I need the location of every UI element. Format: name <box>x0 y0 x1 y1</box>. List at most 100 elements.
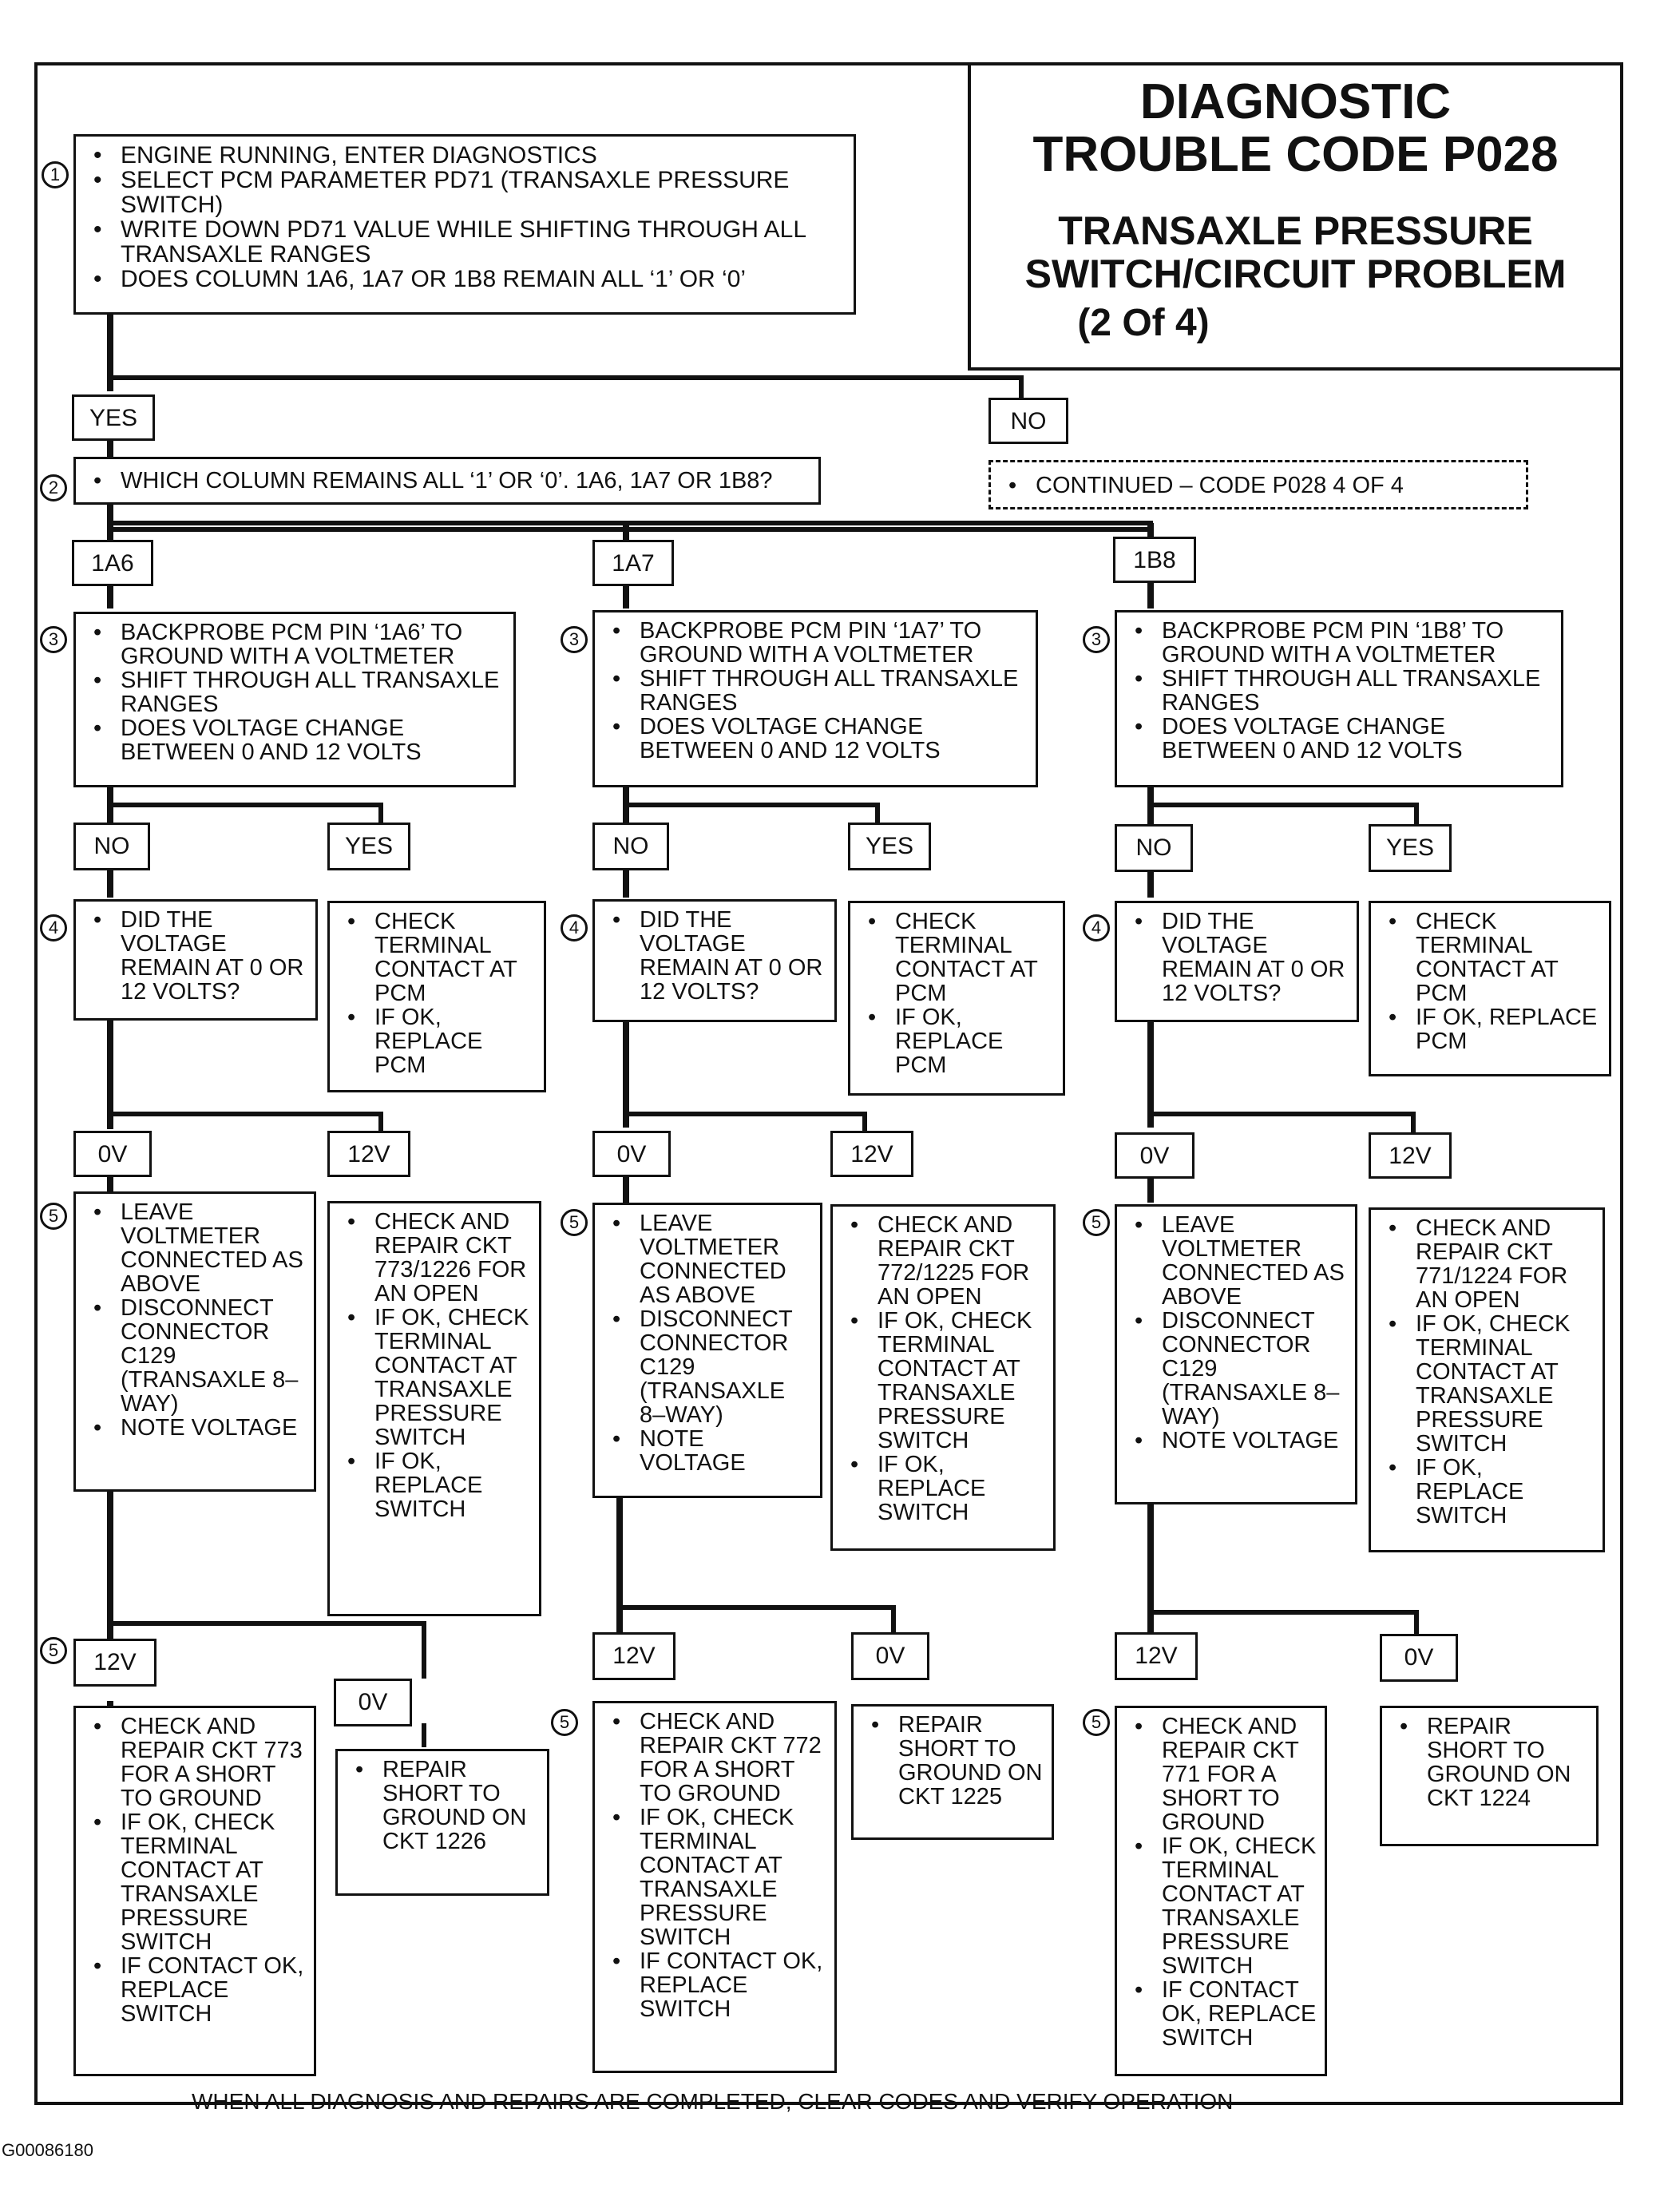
bullet-item: CHECK AND REPAIR CKT 773 FOR A SHORT TO … <box>84 1714 306 1810</box>
connector <box>1147 1008 1154 1128</box>
bullet-item: IF CONTACT OK, REPLACE SWITCH <box>603 1949 826 2021</box>
bullet-item: IF OK, CHECK TERMINAL CONTACT AT TRANSAX… <box>603 1806 826 1949</box>
connector <box>616 1605 623 1634</box>
bullet-item: NOTE VOLTAGE <box>84 1416 306 1440</box>
12v-label-1b8: 12V <box>1369 1132 1452 1179</box>
bullet-item: DID THE VOLTAGE REMAIN AT 0 OR 12 VOLTS? <box>84 908 307 1004</box>
bullet-item: IF OK, REPLACE SWITCH <box>841 1453 1045 1524</box>
step-number-5: 5 <box>561 1209 588 1236</box>
bullet-item: DOES VOLTAGE CHANGE BETWEEN 0 AND 12 VOL… <box>1125 715 1553 763</box>
step-4-box-1a6: DID THE VOLTAGE REMAIN AT 0 OR 12 VOLTS? <box>73 899 318 1021</box>
bullet-item: CHECK AND REPAIR CKT 772/1225 FOR AN OPE… <box>841 1213 1045 1309</box>
connector <box>378 1112 383 1134</box>
column-label-1a6: 1A6 <box>72 540 153 586</box>
connector <box>107 1112 383 1116</box>
bullet-list: ENGINE RUNNING, ENTER DIAGNOSTICSSELECT … <box>84 143 846 291</box>
column-label-1a7: 1A7 <box>592 540 674 586</box>
bullet-item: CHECK TERMINAL CONTACT AT PCM <box>1379 910 1601 1005</box>
connector <box>1414 1610 1419 1637</box>
bullet-item: BACKPROBE PCM PIN ‘1B8’ TO GROUND WITH A… <box>1125 619 1553 667</box>
final-0v-box-1b8: REPAIR SHORT TO GROUND ON CKT 1224 <box>1380 1706 1599 1846</box>
bullet-list: WHICH COLUMN REMAINS ALL ‘1’ OR ‘0’. 1A6… <box>84 469 810 493</box>
bullet-list: BACKPROBE PCM PIN ‘1B8’ TO GROUND WITH A… <box>1125 619 1553 763</box>
bullet-item: IF CONTACT OK, REPLACE SWITCH <box>1125 1978 1317 2050</box>
bullet-list: BACKPROBE PCM PIN ‘1A7’ TO GROUND WITH A… <box>603 619 1028 763</box>
0v-label-final-1a6: 0V <box>334 1679 412 1726</box>
yes-action-box-1b8: CHECK TERMINAL CONTACT AT PCMIF OK, REPL… <box>1369 901 1611 1076</box>
bullet-item: REPAIR SHORT TO GROUND ON CKT 1224 <box>1390 1714 1588 1810</box>
step-number-5: 5 <box>40 1203 67 1230</box>
no-label-1a6: NO <box>73 823 150 870</box>
bullet-item: IF OK, REPLACE PCM <box>1379 1005 1601 1053</box>
bullet-item: CHECK AND REPAIR CKT 773/1226 FOR AN OPE… <box>338 1210 531 1306</box>
connector <box>107 311 113 391</box>
step-number-5: 5 <box>1083 1709 1110 1736</box>
bullet-item: CHECK AND REPAIR CKT 771/1224 FOR AN OPE… <box>1379 1216 1595 1312</box>
bullet-list: CHECK AND REPAIR CKT 771/1224 FOR AN OPE… <box>1379 1216 1595 1528</box>
0v-label-final-1b8: 0V <box>1380 1634 1458 1682</box>
connector <box>1147 803 1419 807</box>
yes-label-1a7: YES <box>848 823 931 870</box>
title-line-5: (2 Of 4) <box>1077 302 1210 344</box>
connector <box>891 1605 896 1635</box>
bullet-list: CHECK AND REPAIR CKT 773 FOR A SHORT TO … <box>84 1714 306 2026</box>
figure-id: G00086180 <box>2 2140 93 2160</box>
step-number-5: 5 <box>551 1709 578 1736</box>
bullet-item: IF OK, CHECK TERMINAL CONTACT AT TRANSAX… <box>1125 1834 1317 1978</box>
connector <box>107 439 113 463</box>
bullet-list: DID THE VOLTAGE REMAIN AT 0 OR 12 VOLTS? <box>1125 910 1349 1005</box>
step-number-1: 1 <box>42 161 69 188</box>
bullet-list: REPAIR SHORT TO GROUND ON CKT 1225 <box>862 1713 1044 1809</box>
final-12v-box-1b8: CHECK AND REPAIR CKT 771 FOR A SHORT TO … <box>1115 1706 1327 2076</box>
connector <box>1414 803 1419 828</box>
12v-label-final-1a7: 12V <box>592 1632 675 1680</box>
connector <box>1147 1112 1416 1116</box>
connector <box>422 1621 426 1679</box>
bullet-list: LEAVE VOLTMETER CONNECTED AS ABOVEDISCON… <box>1125 1213 1347 1453</box>
no-label-1b8: NO <box>1115 824 1193 872</box>
connector <box>623 583 629 608</box>
connector <box>1147 869 1154 898</box>
bullet-list: CHECK AND REPAIR CKT 771 FOR A SHORT TO … <box>1125 1714 1317 2050</box>
step-5-box-1a6: LEAVE VOLTMETER CONNECTED AS ABOVEDISCON… <box>73 1191 316 1492</box>
bullet-item: CHECK AND REPAIR CKT 771 FOR A SHORT TO … <box>1125 1714 1317 1834</box>
final-12v-box-1a6: CHECK AND REPAIR CKT 773 FOR A SHORT TO … <box>73 1706 316 2076</box>
connector <box>623 523 629 542</box>
bullet-list: CHECK TERMINAL CONTACT AT PCMIF OK, REPL… <box>858 910 1055 1077</box>
bullet-list: CHECK AND REPAIR CKT 772 FOR A SHORT TO … <box>603 1710 826 2021</box>
bullet-item: REPAIR SHORT TO GROUND ON CKT 1226 <box>346 1758 539 1853</box>
0v-label-1b8: 0V <box>1115 1132 1194 1179</box>
step-3-box-1a6: BACKPROBE PCM PIN ‘1A6’ TO GROUND WITH A… <box>73 612 516 787</box>
step-5-box-1b8: LEAVE VOLTMETER CONNECTED AS ABOVEDISCON… <box>1115 1204 1357 1504</box>
step-number-2: 2 <box>40 474 67 501</box>
bullet-item: CHECK AND REPAIR CKT 772 FOR A SHORT TO … <box>603 1710 826 1806</box>
step-number-4: 4 <box>561 914 588 941</box>
bullet-item: IF OK, REPLACE PCM <box>338 1005 536 1077</box>
0v-label-1a6: 0V <box>73 1131 152 1177</box>
bullet-item: LEAVE VOLTMETER CONNECTED AS ABOVE <box>1125 1213 1347 1309</box>
12v-label-1a7: 12V <box>830 1131 913 1177</box>
bullet-item: IF OK, CHECK TERMINAL CONTACT AT TRANSAX… <box>84 1810 306 1954</box>
title-line-2: TROUBLE CODE P028 <box>1032 127 1559 182</box>
step-3-box-1b8: BACKPROBE PCM PIN ‘1B8’ TO GROUND WITH A… <box>1115 610 1563 787</box>
bullet-list: REPAIR SHORT TO GROUND ON CKT 1224 <box>1390 1714 1588 1810</box>
connector <box>623 1112 867 1116</box>
bullet-item: IF OK, CHECK TERMINAL CONTACT AT TRANSAX… <box>1379 1312 1595 1456</box>
diagram-frame <box>34 62 1623 2105</box>
12v-action-box-1a6: CHECK AND REPAIR CKT 773/1226 FOR AN OPE… <box>327 1201 541 1616</box>
step-1-box: ENGINE RUNNING, ENTER DIAGNOSTICSSELECT … <box>73 134 856 315</box>
connector <box>107 869 113 898</box>
bullet-item: NOTE VOLTAGE <box>603 1427 812 1475</box>
connector <box>1147 523 1154 539</box>
final-12v-box-1a7: CHECK AND REPAIR CKT 772 FOR A SHORT TO … <box>592 1701 837 2073</box>
continued-box: CONTINUED – CODE P028 4 OF 4 <box>988 460 1528 509</box>
connector <box>378 803 383 825</box>
step-number-5: 5 <box>1083 1209 1110 1236</box>
12v-label-final-1b8: 12V <box>1115 1632 1198 1680</box>
step-4-box-1b8: DID THE VOLTAGE REMAIN AT 0 OR 12 VOLTS? <box>1115 901 1359 1022</box>
bullet-item: BACKPROBE PCM PIN ‘1A7’ TO GROUND WITH A… <box>603 619 1028 667</box>
connector <box>1411 1112 1416 1136</box>
connector <box>616 1605 896 1610</box>
bullet-item: IF OK, REPLACE SWITCH <box>1379 1456 1595 1528</box>
connector <box>862 1112 867 1136</box>
